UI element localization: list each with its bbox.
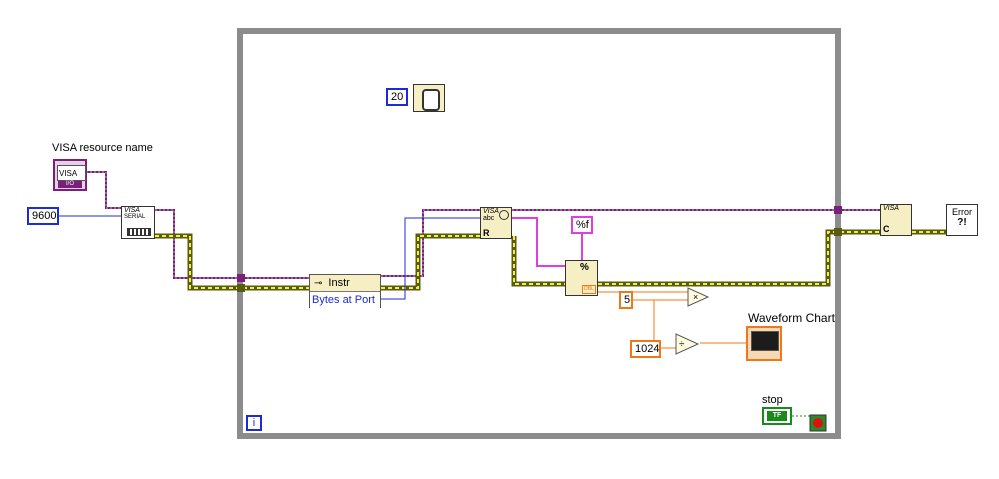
- baud-rate-constant[interactable]: 9600: [27, 207, 59, 225]
- wait-ms-node[interactable]: [413, 84, 445, 112]
- stop-label: stop: [762, 394, 783, 406]
- multiply-node[interactable]: [687, 287, 710, 307]
- serial-connector-icon: [127, 228, 151, 236]
- svg-text:×: ×: [693, 292, 698, 302]
- integer-wire: [58, 215, 482, 300]
- visa-tunnel-in: [237, 274, 245, 282]
- error-handler-sub-text: ?!: [957, 217, 967, 228]
- visa-property-node[interactable]: ⊸ Instr Bytes at Port: [309, 274, 381, 308]
- serial-config-visa-text: VISA: [124, 207, 140, 214]
- property-node-header: ⊸ Instr: [310, 275, 380, 292]
- stop-button-terminal[interactable]: TF: [762, 407, 792, 425]
- property-bytes-at-port[interactable]: Bytes at Port: [310, 292, 380, 308]
- visa-tunnel-out: [834, 206, 842, 214]
- waveform-chart-label: Waveform Chart: [748, 311, 835, 325]
- visa-control-text: VISA: [57, 165, 86, 181]
- while-loop-structure[interactable]: [237, 28, 841, 439]
- visa-read-abc-text: abc: [483, 215, 495, 222]
- error-handler-text: Error: [952, 207, 972, 217]
- serial-config-serial-text: SERIAL: [124, 214, 146, 220]
- property-node-class: Instr: [328, 277, 350, 289]
- scan-dbl-text: DBL: [582, 285, 596, 294]
- visa-read-r-text: R: [483, 228, 490, 238]
- visa-read-visa-text: VISA: [483, 208, 499, 215]
- multiplier-constant[interactable]: 5: [619, 291, 633, 309]
- wait-ms-constant[interactable]: 20: [386, 88, 408, 106]
- visa-close-c-text: C: [883, 224, 890, 234]
- key-icon: ⊸: [314, 277, 323, 289]
- visa-close-node[interactable]: VISA C: [880, 204, 912, 236]
- string-wire: [508, 217, 583, 267]
- waveform-chart-terminal[interactable]: [746, 326, 782, 361]
- error-tunnel-out: [834, 228, 842, 236]
- boolean-wire: [792, 415, 811, 423]
- read-clock-icon: [499, 210, 509, 220]
- error-tunnel-in: [237, 284, 245, 292]
- visa-resource-name-label: VISA resource name: [52, 142, 153, 154]
- svg-text:÷: ÷: [679, 339, 685, 350]
- watch-icon: [422, 89, 440, 111]
- loop-iteration-terminal[interactable]: i: [246, 415, 262, 431]
- chart-icon: [751, 331, 779, 351]
- scan-from-string-node[interactable]: % DBL: [565, 260, 598, 296]
- error-wire: [155, 229, 946, 291]
- simple-error-handler-node[interactable]: Error ?!: [946, 204, 978, 236]
- divide-node[interactable]: [675, 333, 700, 355]
- divisor-constant[interactable]: 1024: [630, 340, 661, 358]
- visa-configure-serial-port-node[interactable]: VISA SERIAL: [121, 206, 155, 239]
- visa-control-io: I/O: [58, 181, 82, 188]
- visa-resource-control[interactable]: VISA I/O: [53, 159, 87, 191]
- scan-percent-text: %: [580, 262, 589, 273]
- visa-resource-wire-stripe: [86, 171, 880, 279]
- visa-close-visa-text: VISA: [883, 205, 899, 212]
- stop-tf-text: TF: [767, 411, 787, 421]
- format-string-constant[interactable]: %f: [571, 216, 593, 234]
- visa-read-node[interactable]: VISA abc R: [480, 207, 512, 239]
